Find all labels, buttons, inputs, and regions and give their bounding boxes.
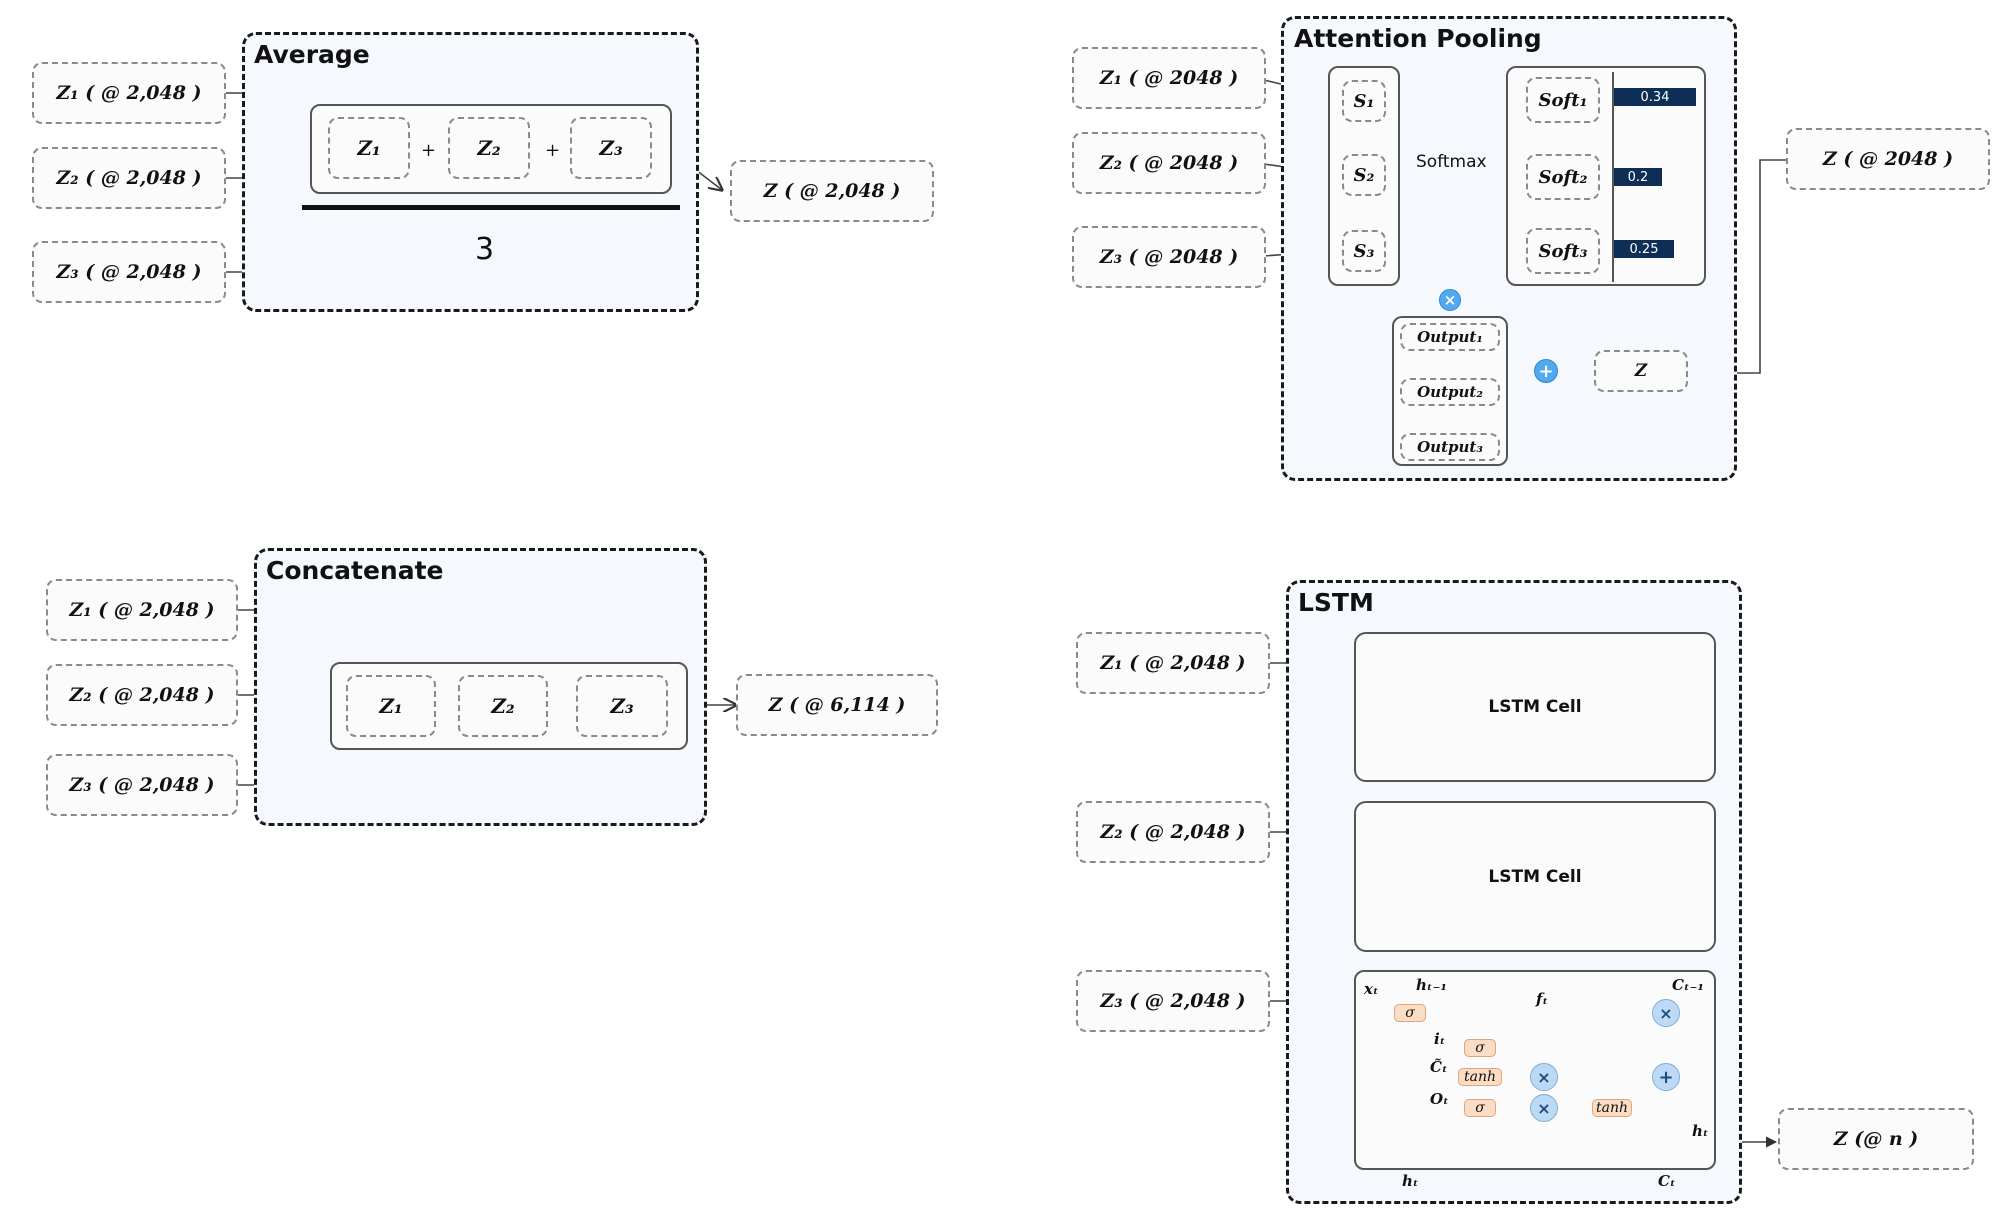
- attention-score-s3: S₃: [1342, 230, 1386, 272]
- concatenate-title: Concatenate: [266, 556, 444, 585]
- average-term-z2: Z₂: [448, 117, 530, 179]
- concatenate-term-z1: Z₁: [346, 675, 436, 737]
- lstm-label-ct-tilde: C̃ₜ: [1430, 1058, 1448, 1076]
- attention-input-z2: Z₂ ( @ 2048 ): [1072, 132, 1266, 194]
- lstm-candidate-tanh: tanh: [1458, 1068, 1502, 1086]
- lstm-label-ct-bottom: Cₜ: [1658, 1172, 1676, 1190]
- attention-title: Attention Pooling: [1294, 24, 1542, 53]
- average-input-z2: Z₂ ( @ 2,048 ): [32, 147, 226, 209]
- lstm-input-multiply: ×: [1530, 1063, 1558, 1091]
- average-output: Z ( @ 2,048 ): [730, 160, 934, 222]
- average-term-z3: Z₃: [570, 117, 652, 179]
- attention-input-z1: Z₁ ( @ 2048 ): [1072, 47, 1266, 109]
- attention-weight-bar-1: 0.34: [1614, 88, 1696, 106]
- lstm-label-ft: fₜ: [1536, 990, 1549, 1008]
- concatenate-term-z2: Z₂: [458, 675, 548, 737]
- lstm-title: LSTM: [1298, 588, 1374, 617]
- lstm-forget-multiply: ×: [1652, 999, 1680, 1027]
- attention-weight-bar-2: 0.2: [1614, 168, 1662, 186]
- attention-soft-3: Soft₃: [1526, 228, 1600, 274]
- attention-soft-2: Soft₂: [1526, 154, 1600, 200]
- average-term-z1: Z₁: [328, 117, 410, 179]
- concatenate-term-z3: Z₃: [576, 675, 668, 737]
- average-divisor: 3: [475, 232, 495, 267]
- attention-weight-bar-3: 0.25: [1614, 240, 1674, 258]
- lstm-input-gate: σ: [1464, 1039, 1496, 1057]
- average-title: Average: [254, 40, 370, 69]
- lstm-cell-add: +: [1652, 1063, 1680, 1091]
- average-input-z1: Z₁ ( @ 2,048 ): [32, 62, 226, 124]
- attention-multiply-node: ×: [1439, 289, 1461, 311]
- lstm-label-ht-bottom: hₜ: [1402, 1172, 1419, 1190]
- attention-score-s2: S₂: [1342, 154, 1386, 196]
- attention-output-3: Output₃: [1400, 433, 1500, 461]
- attention-soft-1: Soft₁: [1526, 77, 1600, 123]
- concatenate-input-z3: Z₃ ( @ 2,048 ): [46, 754, 238, 816]
- lstm-cell-1: LSTM Cell: [1354, 632, 1716, 782]
- average-plus-2: +: [545, 140, 561, 161]
- attention-weight-axis: [1612, 72, 1614, 282]
- lstm-output: Z (@ n ): [1778, 1108, 1974, 1170]
- lstm-output-gate: σ: [1464, 1099, 1496, 1117]
- lstm-cell-2: LSTM Cell: [1354, 801, 1716, 952]
- concatenate-input-z2: Z₂ ( @ 2,048 ): [46, 664, 238, 726]
- concatenate-input-z1: Z₁ ( @ 2,048 ): [46, 579, 238, 641]
- lstm-output-multiply: ×: [1530, 1094, 1558, 1122]
- attention-output: Z ( @ 2048 ): [1786, 128, 1990, 190]
- average-input-z3: Z₃ ( @ 2,048 ): [32, 241, 226, 303]
- lstm-label-ht-out: hₜ: [1692, 1122, 1709, 1140]
- lstm-label-ot: Oₜ: [1430, 1090, 1449, 1108]
- attention-output-2: Output₂: [1400, 378, 1500, 406]
- attention-softmax-label: Softmax: [1416, 152, 1487, 172]
- lstm-label-it: iₜ: [1434, 1030, 1446, 1048]
- lstm-input-z2: Z₂ ( @ 2,048 ): [1076, 801, 1270, 863]
- attention-score-s1: S₁: [1342, 80, 1386, 122]
- attention-z: Z: [1594, 350, 1688, 392]
- average-plus-1: +: [421, 140, 437, 161]
- concatenate-output: Z ( @ 6,114 ): [736, 674, 938, 736]
- lstm-input-z3: Z₃ ( @ 2,048 ): [1076, 970, 1270, 1032]
- attention-output-1: Output₁: [1400, 323, 1500, 351]
- lstm-forget-gate: σ: [1394, 1004, 1426, 1022]
- attention-add-node: +: [1534, 359, 1558, 383]
- average-fraction-bar: [302, 205, 680, 210]
- lstm-label-xt: xₜ: [1364, 980, 1379, 998]
- attention-input-z3: Z₃ ( @ 2048 ): [1072, 226, 1266, 288]
- lstm-label-ht-1: hₜ₋₁: [1416, 976, 1447, 994]
- lstm-label-ct-1: Cₜ₋₁: [1672, 976, 1704, 994]
- lstm-input-z1: Z₁ ( @ 2,048 ): [1076, 632, 1270, 694]
- lstm-output-tanh: tanh: [1592, 1099, 1632, 1117]
